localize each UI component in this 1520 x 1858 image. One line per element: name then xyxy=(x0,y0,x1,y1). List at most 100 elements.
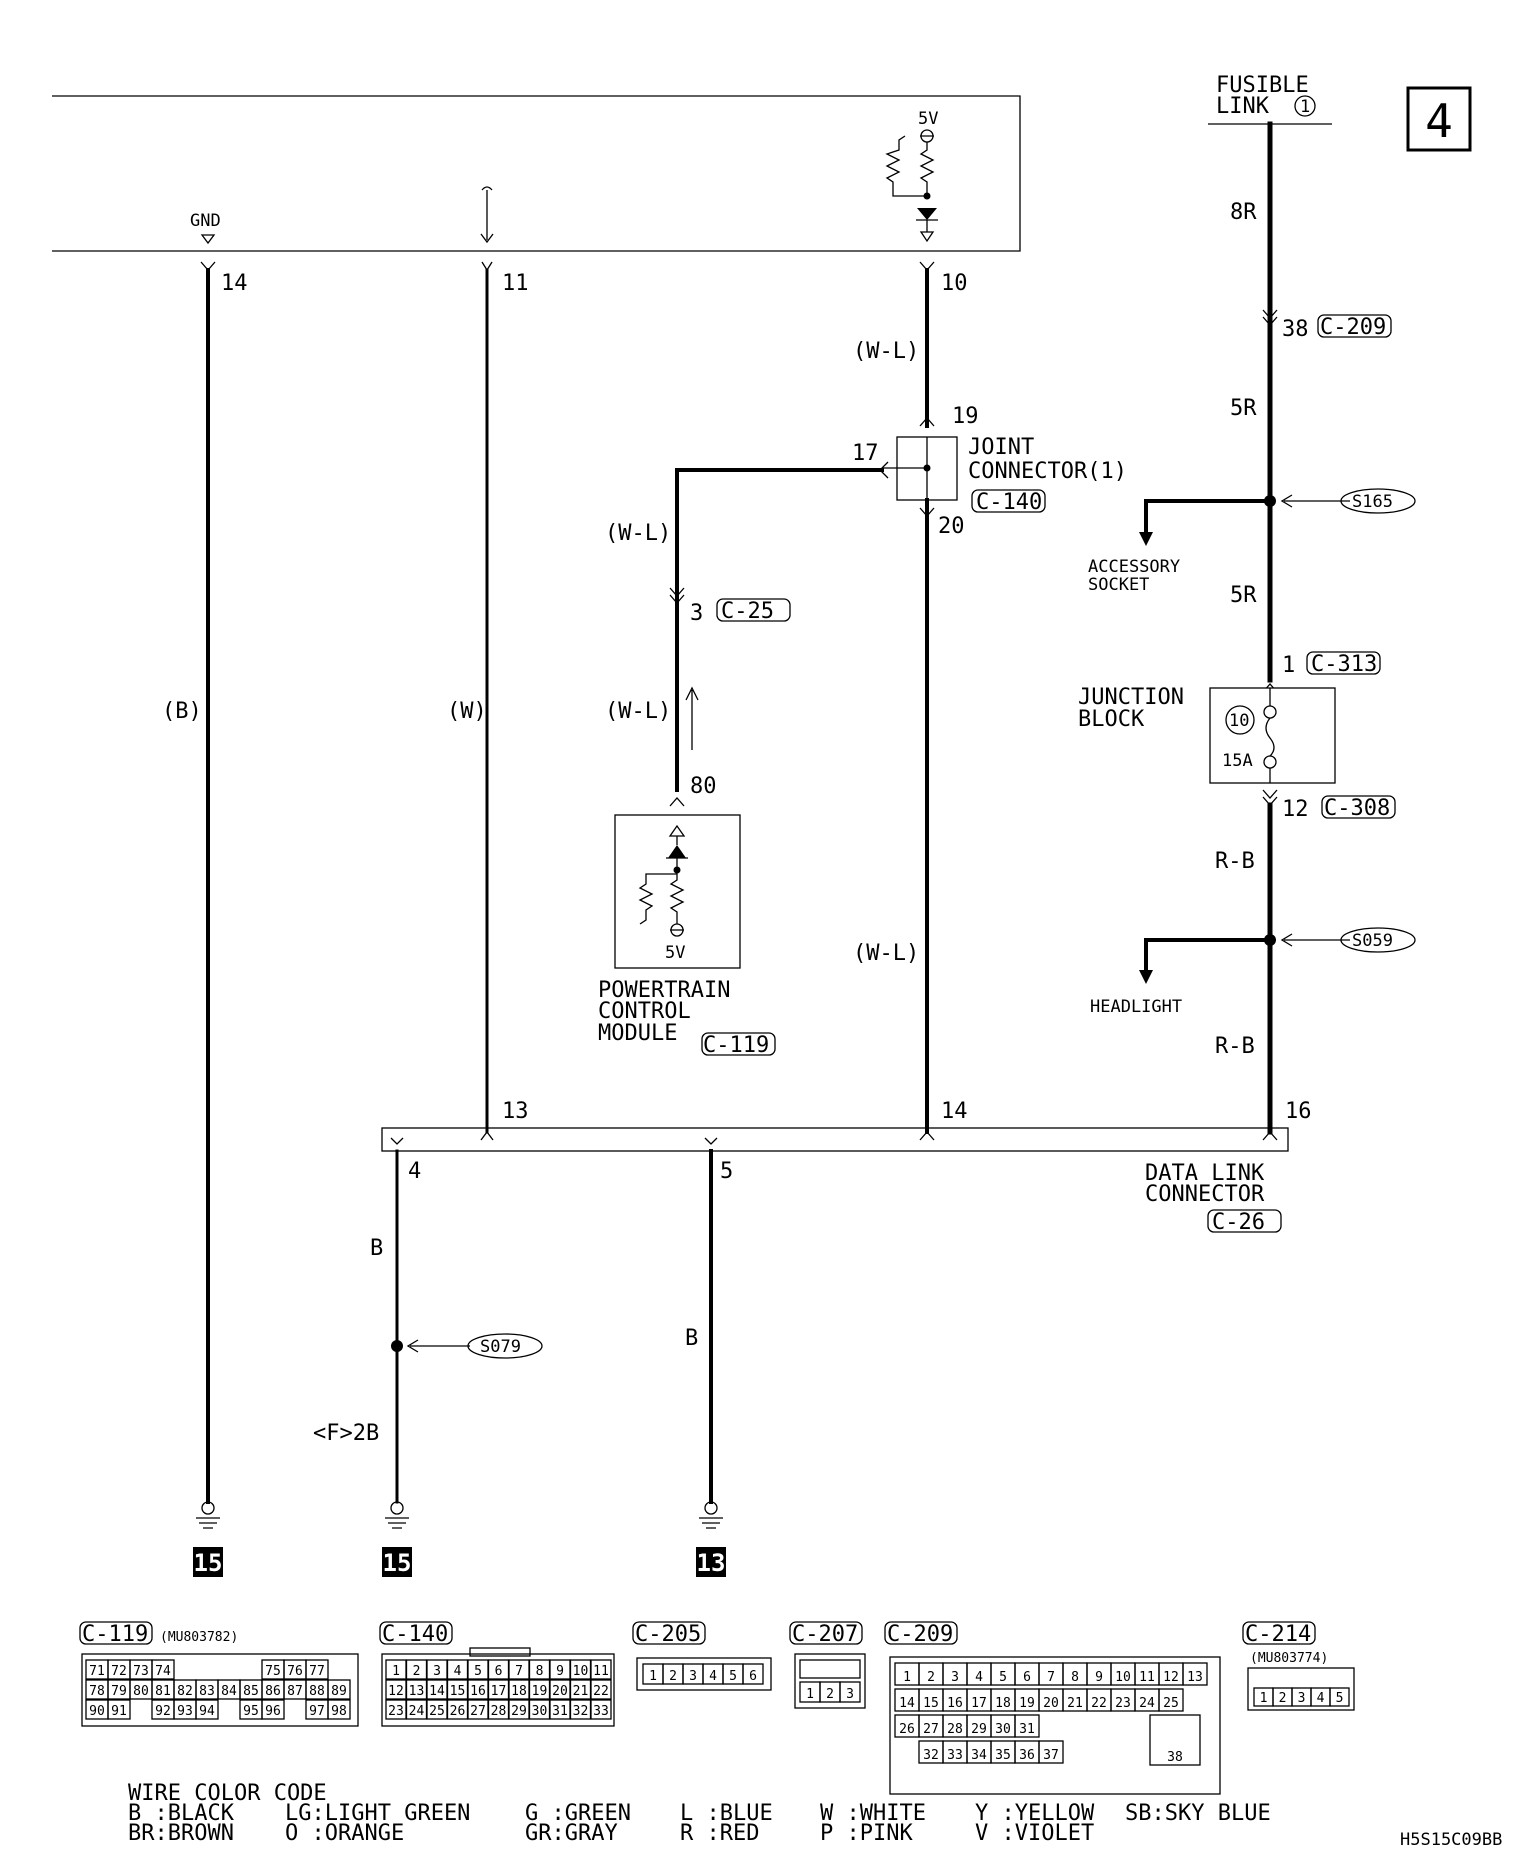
c207-code: C-207 xyxy=(792,1622,858,1647)
pcm-label-3: MODULE xyxy=(598,1021,677,1046)
c119-pin: 85 xyxy=(243,1684,259,1699)
c140-pin: 20 xyxy=(552,1684,568,1699)
jb-fuse-number: 10 xyxy=(1229,711,1249,731)
ecu-box: GND 5V xyxy=(52,95,1021,252)
joint-pin-17: 17 xyxy=(852,441,879,466)
c205-pin: 2 xyxy=(669,1669,677,1684)
c140-pin: 21 xyxy=(573,1684,589,1699)
c140-pin: 32 xyxy=(573,1704,589,1719)
c209-pin: 30 xyxy=(995,1722,1011,1737)
c119-pin: 88 xyxy=(309,1684,325,1699)
ecu-pin-11: 11 xyxy=(502,271,529,296)
c140-cell xyxy=(590,1679,612,1700)
c209-pin: 34 xyxy=(971,1748,987,1763)
wire-label-b: (B) xyxy=(162,699,202,724)
c119-cell xyxy=(327,1679,351,1700)
c209-pin: 20 xyxy=(1043,1696,1059,1711)
c207-pin: 2 xyxy=(826,1687,834,1702)
c140-cell xyxy=(590,1699,612,1720)
c209-pin: 32 xyxy=(923,1748,939,1763)
pcm-label-1: POWERTRAIN xyxy=(598,978,730,1003)
joint-connector-label-2: CONNECTOR(1) xyxy=(968,459,1127,484)
c209-pin: 16 xyxy=(947,1696,963,1711)
c140-pin: 28 xyxy=(491,1704,507,1719)
wire-wl-joint17-pcm xyxy=(675,468,884,792)
c209-pin: 11 xyxy=(1139,1670,1155,1685)
wire-label-f2b: <F>2B xyxy=(313,1421,379,1446)
c140-pin: 14 xyxy=(429,1684,445,1699)
c209-pin: 5 xyxy=(999,1670,1007,1685)
c209-pin: 18 xyxy=(995,1696,1011,1711)
wire-label-w: (W) xyxy=(447,699,487,724)
jb-in-code: C-313 xyxy=(1311,652,1377,677)
connector-views: C-119 (MU803782) C-140 C-205 C-207 C-209… xyxy=(79,1621,1355,1795)
c140-cell xyxy=(590,1659,612,1680)
c209-pin: 3 xyxy=(951,1670,959,1685)
legend-title: WIRE COLOR CODE xyxy=(128,1781,327,1806)
c140-pin: 23 xyxy=(388,1704,404,1719)
c119-pin: 90 xyxy=(89,1704,105,1719)
legend-lg: LG:LIGHT GREEN xyxy=(285,1801,470,1826)
c119-pin: 77 xyxy=(309,1664,325,1679)
c209-pin: 25 xyxy=(1163,1696,1179,1711)
wire-to-accessory xyxy=(1144,499,1272,540)
c119-pin: 93 xyxy=(177,1704,193,1719)
c209-pin: 13 xyxy=(1187,1670,1203,1685)
pcm-code: C-119 xyxy=(703,1033,769,1058)
c140-pin: 11 xyxy=(593,1664,609,1679)
c209-cell xyxy=(1182,1662,1208,1686)
legend-g: G :GREEN xyxy=(525,1801,631,1826)
c140-pin: 31 xyxy=(552,1704,568,1719)
c140-pin: 9 xyxy=(556,1664,564,1679)
c214-pin: 5 xyxy=(1336,1691,1344,1706)
c25-pin: 3 xyxy=(690,601,703,626)
c140-pin: 1 xyxy=(392,1664,400,1679)
c140-pin: 10 xyxy=(573,1664,589,1679)
c119-pin: 76 xyxy=(287,1664,303,1679)
c209-pin: 15 xyxy=(923,1696,939,1711)
c140-pin: 27 xyxy=(470,1704,486,1719)
legend-br: BR:BROWN xyxy=(128,1821,234,1846)
dlc-box xyxy=(381,1127,1289,1152)
joint-pin-19: 19 xyxy=(952,404,979,429)
ecu-pullup-circuit: 5V xyxy=(885,109,938,243)
c140-pin: 22 xyxy=(593,1684,609,1699)
c119-pin: 75 xyxy=(265,1664,281,1679)
joint-connector-code: C-140 xyxy=(976,490,1042,515)
page-number: 4 xyxy=(1425,94,1453,148)
dlc-pin-4: 4 xyxy=(408,1159,421,1184)
c209-pin: 17 xyxy=(971,1696,987,1711)
wire-label-wl-left-1: (W-L) xyxy=(605,521,671,546)
c119-pin: 84 xyxy=(221,1684,237,1699)
wire-label-5r-1: 5R xyxy=(1230,396,1257,421)
c119-pin: 87 xyxy=(287,1684,303,1699)
wire-color-legend: WIRE COLOR CODE B :BLACK LG:LIGHT GREEN … xyxy=(128,1781,1271,1846)
c209-pin: 26 xyxy=(899,1722,915,1737)
c140-pin: 19 xyxy=(532,1684,548,1699)
wire-label-rb-2: R-B xyxy=(1215,1034,1255,1059)
c214-part: (MU803774) xyxy=(1250,1651,1328,1666)
c119-cell xyxy=(261,1699,285,1720)
dlc-pin-5: 5 xyxy=(720,1159,733,1184)
c209-cell xyxy=(1038,1740,1064,1764)
wire-label-wl-top: (W-L) xyxy=(853,339,919,364)
c209-code: C-209 xyxy=(887,1622,953,1647)
jb-fuse-amp: 15A xyxy=(1222,751,1253,771)
wire-label-wl-right: (W-L) xyxy=(853,941,919,966)
c140-pin: 2 xyxy=(413,1664,421,1679)
c140-pin: 30 xyxy=(532,1704,548,1719)
legend-y: Y :YELLOW xyxy=(975,1801,1095,1826)
c140-pin: 3 xyxy=(433,1664,441,1679)
legend-p: P :PINK xyxy=(820,1821,913,1846)
gnd-pin-marker xyxy=(200,234,216,245)
pcm-label-2: CONTROL xyxy=(598,999,691,1024)
c140-pin: 29 xyxy=(511,1704,527,1719)
c119-cell xyxy=(195,1699,219,1720)
c119-pin: 79 xyxy=(111,1684,127,1699)
wire-to-headlight xyxy=(1144,938,1272,978)
wire-label-wl-left-2: (W-L) xyxy=(605,699,671,724)
splice-s165: S165 xyxy=(1352,492,1393,512)
c119-pin: 95 xyxy=(243,1704,259,1719)
c209-pin: 24 xyxy=(1139,1696,1155,1711)
c214-pin: 4 xyxy=(1317,1691,1325,1706)
